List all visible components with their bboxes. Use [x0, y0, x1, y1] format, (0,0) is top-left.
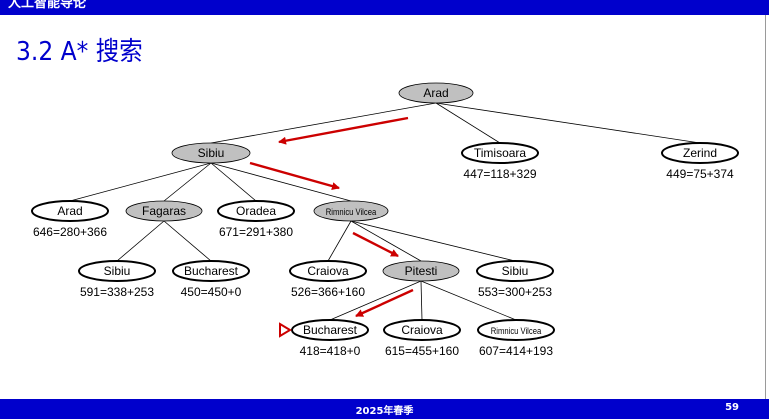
node-oradea [217, 200, 295, 222]
tree-edge-rimnicu-sibiu-3 [350, 220, 516, 262]
node-label-timisoara: Timisoara [474, 146, 527, 160]
right-border [765, 15, 766, 399]
footer-term: 2025年春季 [355, 406, 414, 417]
node-rimnicu [313, 200, 389, 222]
node-label-zerind: Zerind [683, 146, 717, 160]
path-arrow-sibiu-rimnicu [249, 161, 340, 190]
node-sibiu [171, 142, 251, 164]
f-value-bucharest-2: 418=418+0 [300, 344, 361, 358]
f-value-sibiu-2: 591=338+253 [80, 285, 154, 299]
tree-edge-sibiu-rimnicu [210, 162, 352, 202]
node-craiova-2 [383, 319, 461, 341]
slide-title: 3.2 A* 搜索 [16, 37, 143, 67]
tree-edge-arad-root-sibiu [210, 102, 437, 144]
tree-edge-arad-root-timisoara [435, 102, 501, 144]
node-pitesti [382, 260, 460, 282]
path-arrow-arad-root-sibiu [278, 116, 409, 145]
tree-edge-arad-root-zerind [435, 102, 701, 144]
f-value-oradea: 671=291+380 [219, 225, 293, 239]
tree-edge-rimnicu-craiova [327, 220, 352, 262]
node-fagaras [125, 200, 203, 222]
node-label-oradea: Oradea [236, 204, 276, 218]
node-timisoara [461, 142, 539, 164]
f-value-craiova-2: 615=455+160 [385, 344, 459, 358]
node-label-fagaras: Fagaras [142, 204, 186, 218]
tree-edge-pitesti-rimnicu-2 [420, 280, 517, 321]
footer-bar: 2025年春季 59 [0, 399, 769, 419]
path-arrow-pitesti-bucharest-2 [355, 288, 414, 318]
node-bucharest-1 [172, 260, 250, 282]
tree-edge-sibiu-fagaras [163, 162, 212, 202]
f-value-timisoara: 447=118+329 [463, 167, 537, 181]
tree-edge-pitesti-bucharest-2 [329, 280, 422, 321]
course-title: 人工智能导论 [8, 0, 87, 11]
node-label-sibiu-2: Sibiu [104, 264, 131, 278]
header-bar: 人工智能导论 [0, 0, 769, 15]
goal-marker-icon [279, 322, 292, 338]
node-label-arad-root: Arad [423, 86, 448, 100]
node-label-bucharest-2: Bucharest [303, 323, 358, 337]
f-value-craiova: 526=366+160 [291, 285, 365, 299]
page-number: 59 [725, 402, 739, 413]
tree-edge-fagaras-sibiu-2 [116, 220, 165, 262]
node-rimnicu-2 [477, 319, 555, 341]
f-value-sibiu-3: 553=300+253 [478, 285, 552, 299]
node-sibiu-3 [476, 260, 554, 282]
f-value-bucharest-1: 450=450+0 [181, 285, 242, 299]
node-craiova [289, 260, 367, 282]
node-sibiu-2 [78, 260, 156, 282]
f-value-arad-2: 646=280+366 [33, 225, 107, 239]
f-value-rimnicu-2: 607=414+193 [479, 344, 553, 358]
tree-edge-pitesti-craiova-2 [420, 280, 423, 321]
node-label-bucharest-1: Bucharest [184, 264, 239, 278]
node-label-craiova-2: Craiova [401, 323, 443, 337]
tree-edge-sibiu-arad-2 [69, 162, 212, 202]
node-label-sibiu: Sibiu [198, 146, 225, 160]
node-arad-root [398, 82, 474, 104]
path-arrow-rimnicu-pitesti [352, 231, 399, 258]
node-label-rimnicu-2: Rimnicu Vilcea [491, 325, 542, 336]
f-value-zerind: 449=75+374 [666, 167, 734, 181]
node-zerind [661, 142, 739, 164]
node-label-craiova: Craiova [307, 264, 349, 278]
node-label-pitesti: Pitesti [405, 264, 438, 278]
node-label-sibiu-3: Sibiu [502, 264, 529, 278]
node-label-arad-2: Arad [57, 204, 82, 218]
node-bucharest-2 [291, 319, 369, 341]
node-label-rimnicu: Rimnicu Vilcea [326, 206, 377, 217]
tree-edge-rimnicu-pitesti [350, 220, 422, 262]
tree-edge-fagaras-bucharest-1 [163, 220, 212, 262]
node-arad-2 [31, 200, 109, 222]
tree-edge-sibiu-oradea [210, 162, 257, 202]
